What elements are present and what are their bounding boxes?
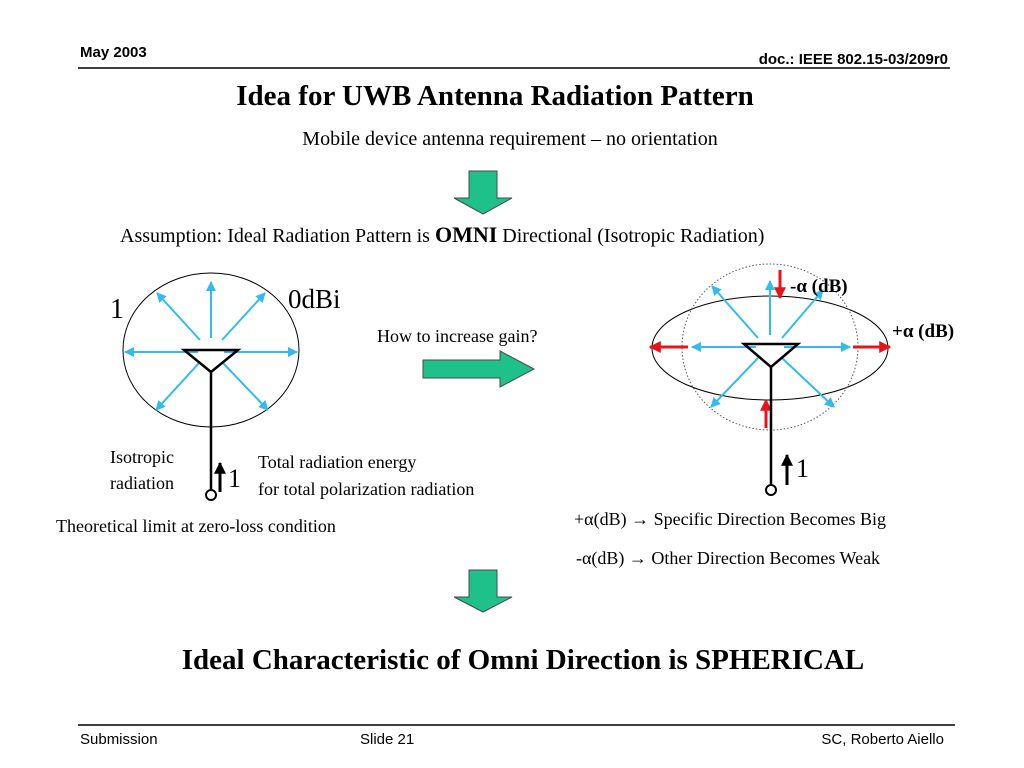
header-doc-id: doc.: IEEE 802.15-03/209r0 [758,51,948,68]
minus-alpha-label: -α (dB) [790,276,848,297]
right-feed-value: 1 [796,454,809,483]
isotropic-line-1: Isotropic [110,447,174,467]
slide-subtitle: Mobile device antenna requirement – no o… [302,128,718,150]
isotropic-line-2: radiation [110,473,174,493]
assumption-suffix: Directional (Isotropic Radiation) [497,225,765,247]
conclusion-text: Ideal Characteristic of Omni Direction i… [181,644,865,676]
footer-author: SC, Roberto Aiello [821,731,944,748]
total-energy-label: Total radiation energy for total polariz… [258,449,474,503]
theoretical-limit-note: Theoretical limit at zero-loss condition [56,516,336,536]
slide-title: Idea for UWB Antenna Radiation Pattern [236,80,754,112]
left-feed-value: 1 [228,464,241,493]
flow-arrow-down-1 [453,170,513,215]
assumption-emphasis: OMNI [434,222,498,247]
flow-arrow-right [422,350,536,388]
plus-alpha-label: +α (dB) [892,321,955,342]
isotropic-pattern-diagram [122,272,300,501]
assumption-prefix: Assumption: Ideal Radiation Pattern is [120,225,435,247]
dbi-label: 0dBi [288,284,341,314]
energy-line-1: Total radiation energy [258,452,417,472]
note-minus-alpha: -α(dB) → Other Direction Becomes Weak [576,548,881,568]
header-date: May 2003 [80,44,147,61]
flow-arrow-down-2 [453,569,513,613]
assumption-text: Assumption: Ideal Radiation Pattern is O… [120,222,764,248]
gain-unit-label: 1 [110,294,124,325]
directional-pattern-diagram [648,263,892,496]
footer-slide-number: Slide 21 [360,731,415,748]
footer-submission: Submission [80,731,158,748]
isotropic-radiation-label: Isotropic radiation [110,444,174,496]
question-label: How to increase gain? [377,326,538,346]
energy-line-2: for total polarization radiation [258,479,475,499]
note-plus-alpha: +α(dB) → Specific Direction Becomes Big [574,509,887,529]
